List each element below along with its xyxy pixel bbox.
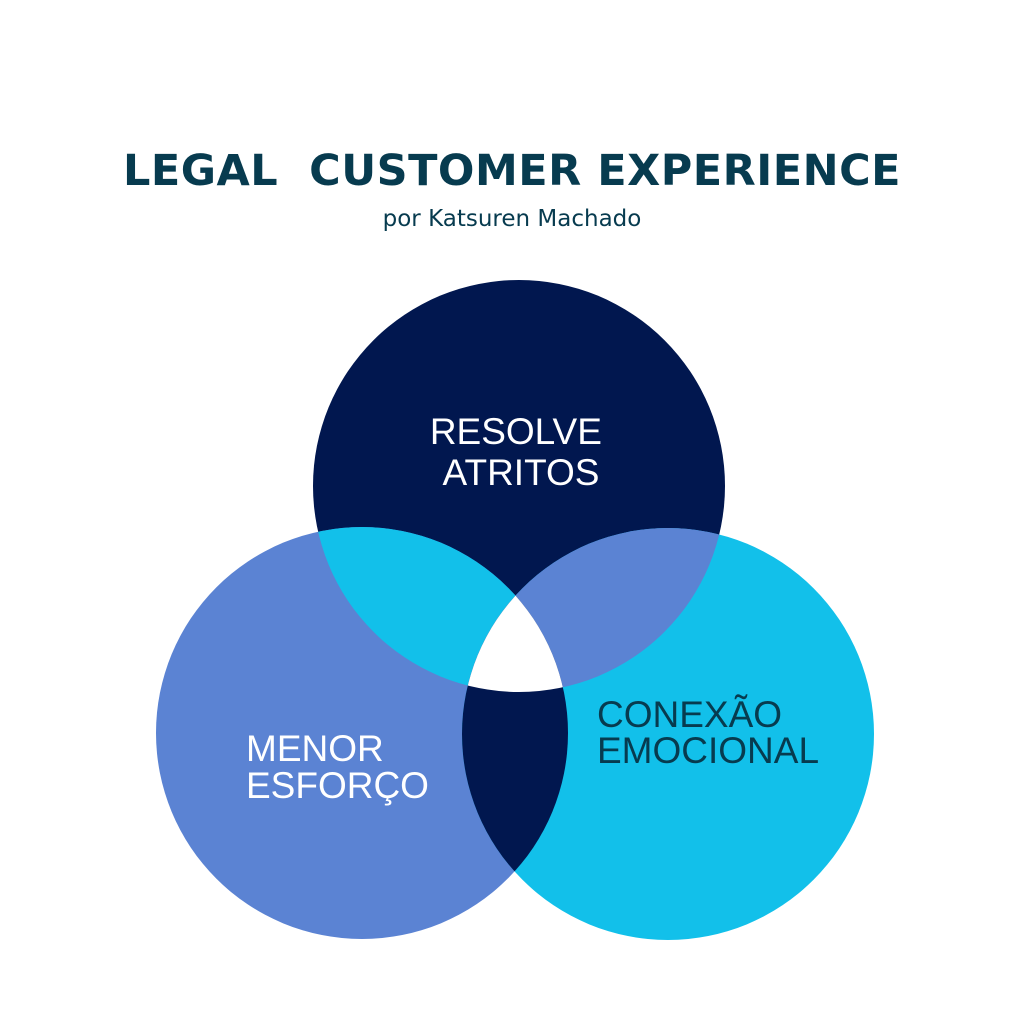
label-resolve-atritos: RESOLVE ATRITOS [430,411,612,493]
label-line: ESFORÇO [246,765,429,806]
label-menor-esforco: MENOR ESFORÇO [246,728,429,806]
label-conexao-emocional: CONEXÃO EMOCIONAL [597,694,819,771]
page-subtitle: por Katsuren Machado [382,206,642,232]
label-line: RESOLVE [430,411,602,452]
label-line: ATRITOS [443,452,600,493]
page-title: LEGAL CUSTOMER EXPERIENCE [122,146,902,196]
overlap-top-right [462,528,725,692]
label-line: MENOR [246,728,384,769]
label-line: CONEXÃO [597,694,782,735]
label-line: EMOCIONAL [597,730,819,771]
overlap-top-left [313,527,568,692]
